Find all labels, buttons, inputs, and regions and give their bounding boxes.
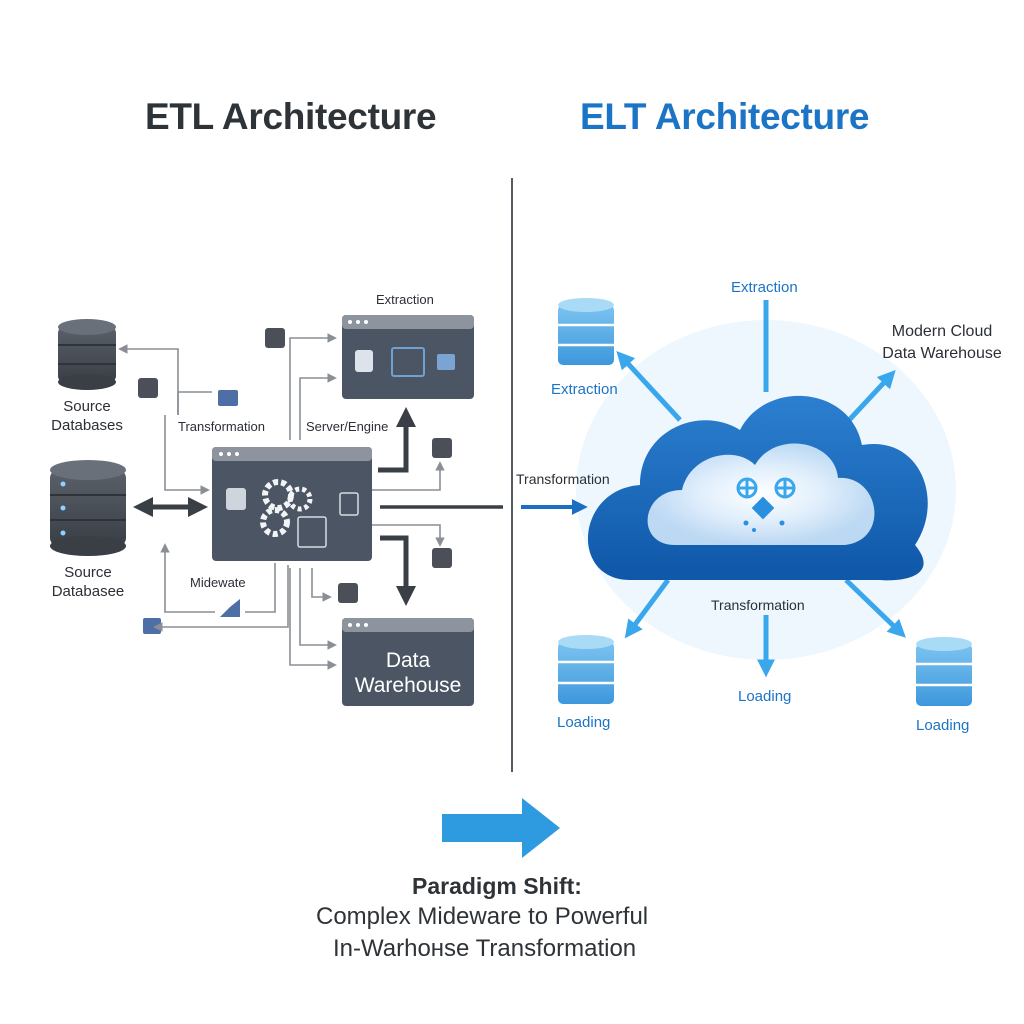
etl-title: ETL Architecture	[145, 96, 437, 137]
elt-transformation-in-label: Transformation	[516, 471, 610, 487]
small-panel-icon	[143, 618, 161, 634]
source-databasee-label: Source Databasee	[51, 564, 125, 600]
small-database-icon	[138, 328, 452, 603]
elt-extraction-top-label: Extraction	[731, 279, 798, 296]
small-triangle-icon	[220, 599, 240, 617]
source-databases-label: Source Databases	[51, 398, 123, 434]
data-warehouse-label: Data Warehouse	[354, 649, 462, 697]
cloud-data-warehouse-icon	[587, 395, 928, 581]
data-warehouse-box	[342, 618, 474, 706]
middleware-label: Midewate	[190, 575, 246, 590]
transformation-label: Transformation	[178, 419, 265, 434]
extraction-label: Extraction	[376, 292, 434, 307]
paradigm-shift-arrow	[442, 798, 560, 858]
source-database-icon-1	[58, 319, 116, 390]
elt-title: ELT Architecture	[580, 96, 870, 137]
paradigm-shift-line-1: Complex Mideware to Powerful	[316, 903, 649, 930]
elt-loading-left-label: Loading	[557, 714, 611, 731]
source-database-icon-2	[50, 460, 126, 556]
elt-database-icon-top-left	[558, 298, 614, 365]
elt-database-icon-bottom-right	[916, 637, 972, 706]
middleware-engine-window	[212, 447, 372, 561]
elt-loading-right-label: Loading	[916, 717, 970, 734]
elt-extraction-left-label: Extraction	[551, 381, 618, 398]
paradigm-shift-heading: Paradigm Shift:	[412, 873, 582, 899]
server-engine-label: Server/Engine	[306, 419, 389, 434]
extraction-window	[342, 315, 474, 399]
elt-transformation-below-label: Transformation	[711, 597, 805, 613]
small-panel-icon	[218, 390, 238, 406]
modern-cloud-data-warehouse-label: Modern Cloud Data Warehouse	[882, 323, 1002, 362]
paradigm-shift-line-2: In-Warhoнse Transformation	[333, 935, 637, 962]
elt-loading-center-label: Loading	[738, 688, 792, 705]
elt-database-icon-bottom-left	[558, 635, 614, 704]
